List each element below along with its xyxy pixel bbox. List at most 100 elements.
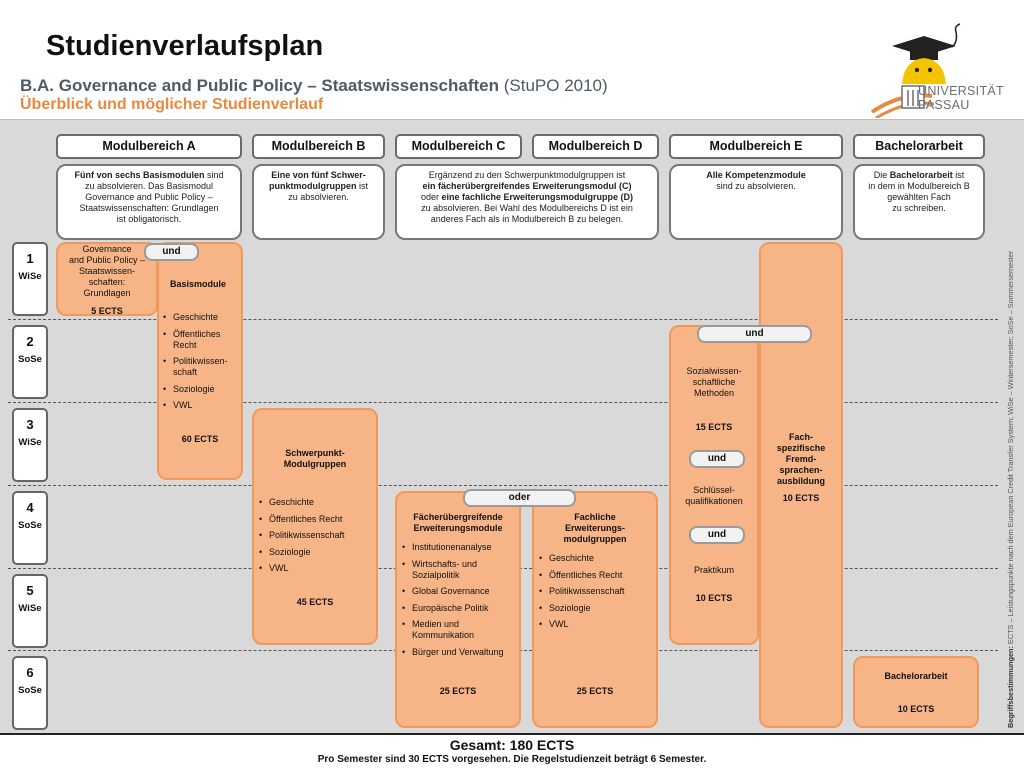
modulbereich-a-description: Fünf von sechs Basismodulen sind zu abso… [56, 164, 242, 240]
sozialwissenschaftliche-methoden: Sozialwissen- schaftliche Methoden [669, 366, 759, 399]
list-item: Soziologie [163, 384, 241, 395]
sozialwissenschaftliche-ects: 15 ECTS [695, 422, 733, 432]
desc-e-1: sind zu absolvieren. [716, 181, 796, 191]
fachliche-title-2: Erweiterungs- [564, 523, 625, 533]
desc-b-bold1: Eine von fünf Schwer- [271, 170, 366, 180]
semester-term: WiSe [18, 271, 42, 282]
modulbereich-e-description: Alle Kompetenzmodule sind zu absolvieren… [669, 164, 843, 240]
bachelorarbeit-header: Bachelorarbeit [853, 134, 985, 159]
list-item: VWL [259, 563, 377, 574]
faecheruebergreifend-list: Institutionenanalyse Wirtschafts- und So… [402, 542, 518, 663]
basismodule-ects: 60 ECTS [181, 434, 219, 444]
list-item: Politikwissen-schaft [163, 356, 241, 378]
desc-cd-2: ein fächerübergreifendes Erweiterungsmod… [422, 181, 632, 191]
desc-ba-1: ist [955, 170, 965, 180]
desc-a-2: zu absolvieren. Das Basismodul [84, 181, 214, 191]
semester-term: WiSe [18, 603, 42, 614]
schwerpunkt-title-2: Modulgruppen [283, 459, 347, 469]
total-ects: Gesamt: 180 ECTS [449, 737, 575, 753]
schwerpunkt-list: Geschichte Öffentliches Recht Politikwis… [259, 497, 377, 580]
kompetenzmodule-box [669, 325, 759, 645]
fremd-line-5: ausbildung [777, 476, 825, 486]
bachelorarbeit-ects: 10 ECTS [897, 704, 935, 714]
schl-line-1: Schlüssel- [693, 485, 735, 495]
list-item: Bürger und Verwaltung [402, 647, 518, 658]
semester-divider [8, 319, 998, 320]
logo-text-passau: PASSAU [918, 98, 970, 112]
oder-connector: oder [463, 489, 576, 507]
list-item: Politikwissenschaft [539, 586, 655, 597]
desc-a-5: ist obligatorisch. [116, 214, 182, 224]
semester-note: Pro Semester sind 30 ECTS vorgesehen. Di… [317, 754, 707, 765]
semester-term: SoSe [18, 520, 42, 531]
desc-ba-bold: Bachelorarbeit [889, 170, 953, 180]
logo-text-university: UNIVERSITÄT [918, 84, 1004, 98]
schwerpunkt-title: Schwerpunkt- Modulgruppen [252, 448, 378, 470]
list-item: VWL [163, 400, 241, 411]
list-item: Soziologie [259, 547, 377, 558]
page-title: Studienverlaufsplan [46, 30, 324, 62]
praktikum-label: Praktikum [693, 565, 734, 575]
regulation-version: (StuPO 2010) [503, 76, 608, 95]
list-item: Geschichte [539, 553, 655, 564]
list-item: Politikwissenschaft [259, 530, 377, 541]
mascot-icon [870, 23, 961, 120]
bachelorarbeit-title: Bachelorarbeit [884, 671, 948, 681]
semester-number: 2 [26, 334, 34, 349]
semester-divider [8, 485, 998, 486]
desc-ba-3: gewählten Fach [887, 192, 951, 202]
und-connector: und [689, 450, 745, 468]
desc-cd-1: Ergänzend zu den Schwerpunktmodulgruppen… [428, 170, 626, 180]
faecheruebergreifend-ects: 25 ECTS [439, 686, 477, 696]
program-name: B.A. Governance and Public Policy – Staa… [20, 76, 499, 95]
semester-divider [8, 402, 998, 403]
list-item: Geschichte [259, 497, 377, 508]
desc-b-2: zu absolvieren. [288, 192, 349, 202]
modulbereich-e-header: Modulbereich E [669, 134, 843, 159]
schluesselqualifikationen: Schlüssel- qualifikationen [669, 485, 759, 507]
basismodule-title: Basismodule [170, 279, 227, 289]
sozial-line-1: Sozialwissen- [686, 366, 742, 376]
semester-number: 5 [26, 583, 34, 598]
list-item: Institutionenanalyse [402, 542, 518, 553]
und-connector: und [144, 243, 199, 261]
schwerpunkt-ects: 45 ECTS [296, 597, 334, 607]
desc-a-bold: Fünf von sechs Basismodulen [74, 170, 205, 180]
fremd-line-4: sprachen- [779, 465, 823, 475]
fachliche-erweiterung-title: Fachliche Erweiterungs- modulgruppen [532, 512, 658, 545]
desc-ba-2: in dem in Modulbereich B [868, 181, 970, 191]
semester-term: SoSe [18, 354, 42, 365]
overview-subtitle: Überblick und möglicher Studienverlauf [20, 96, 324, 113]
desc-e-bold: Alle Kompetenzmodule [706, 170, 806, 180]
terminology-text: ECTS – Leistungspunkte nach dem European… [1006, 250, 1015, 645]
list-item: Soziologie [539, 603, 655, 614]
sozial-line-3: Methoden [693, 388, 735, 398]
list-item: Öffentliches Recht [259, 514, 377, 525]
governance-line: schaften: [88, 277, 126, 287]
bachelorarbeit-description: Die Bachelorarbeit ist in dem in Modulbe… [853, 164, 985, 240]
governance-line: Staatswissen- [78, 266, 136, 276]
list-item: Wirtschafts- und Sozialpolitik [402, 559, 518, 581]
fremdsprachen-ects: 10 ECTS [782, 493, 820, 503]
basismodule-list: Geschichte Öffentliches Recht Politikwis… [163, 312, 241, 417]
governance-box [56, 242, 158, 316]
semester-number: 6 [26, 665, 34, 680]
desc-a-4: Staatswissenschaften: Grundlagen [79, 203, 219, 213]
list-item: Öffentliches Recht [163, 329, 241, 351]
schwerpunkt-box [252, 408, 378, 645]
faecheruebergreifend-title: Fächerübergreifende Erweiterungsmodule [395, 512, 521, 534]
terminology-heading: Begriffsbestimmungen: [1006, 646, 1015, 728]
list-item: Öffentliches Recht [539, 570, 655, 581]
desc-cd-3a: oder [420, 192, 439, 202]
university-logo [862, 22, 1012, 120]
semester-number: 3 [26, 417, 34, 432]
list-item: VWL [539, 619, 655, 630]
governance-line: Grundlagen [83, 288, 131, 298]
desc-b-bold2: punktmodulgruppen [268, 181, 357, 191]
list-item: Medien und Kommunikation [402, 619, 518, 641]
